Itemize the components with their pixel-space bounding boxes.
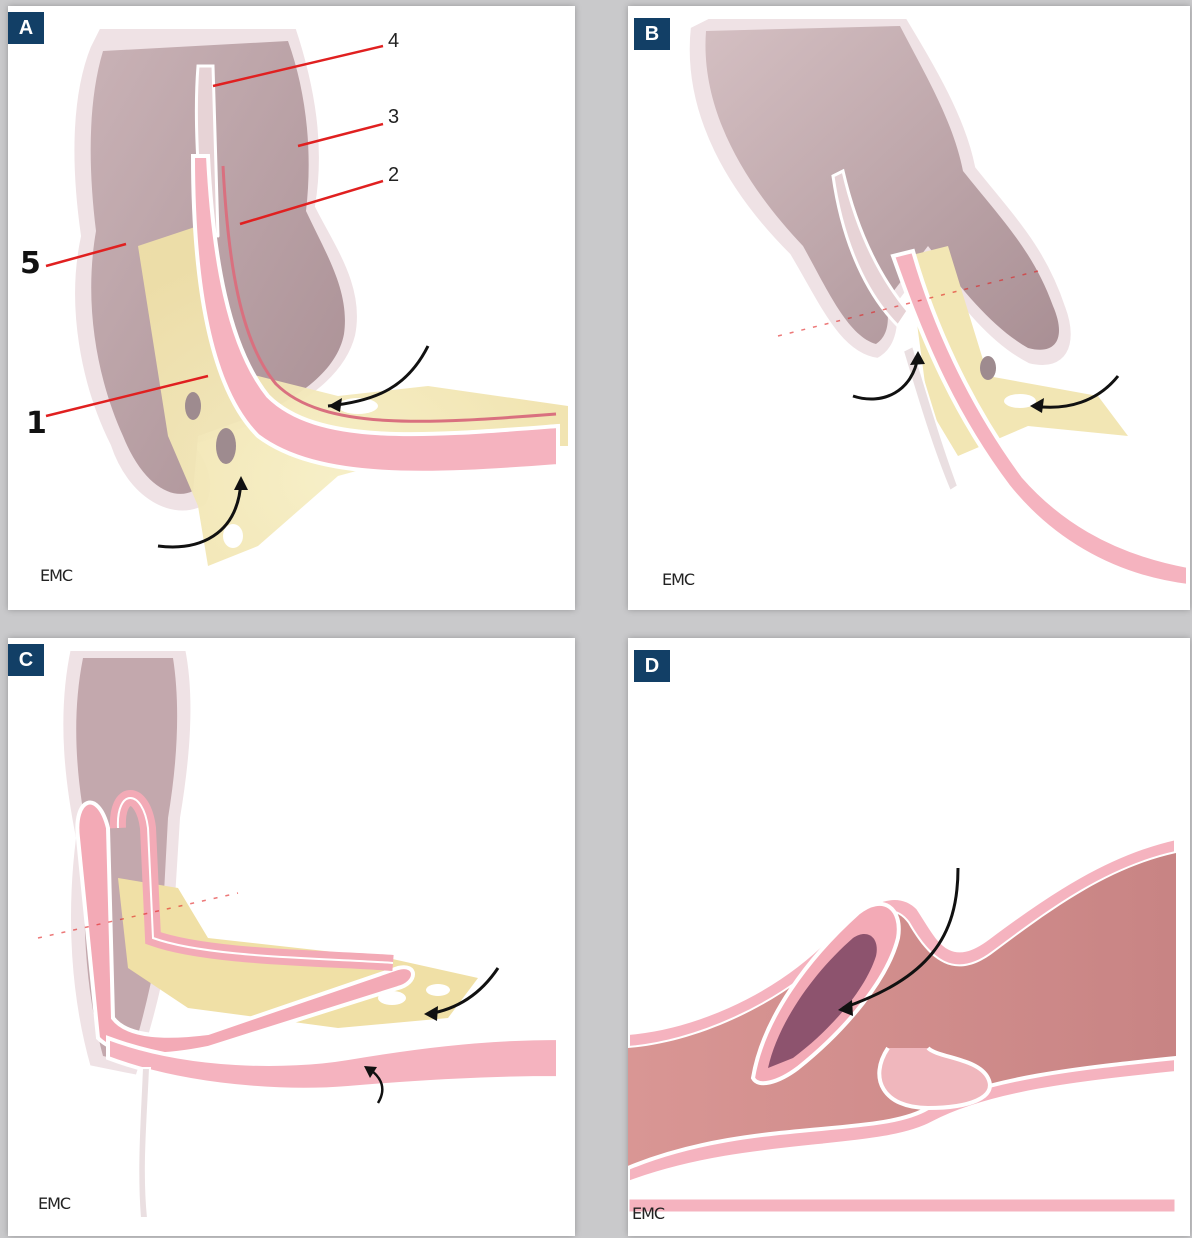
panel-badge: A xyxy=(8,12,44,44)
panel-badge: D xyxy=(634,650,670,682)
illustration-b xyxy=(628,6,1190,610)
panel-d: D EMC xyxy=(628,638,1190,1236)
illustration-a xyxy=(8,6,575,610)
bowel-bottom xyxy=(628,1198,1176,1213)
panel-badge: C xyxy=(8,644,44,676)
panel-c: C EMC xyxy=(8,638,575,1236)
callout-1: 1 xyxy=(26,406,47,441)
illustration-c xyxy=(8,638,575,1236)
watermark: EMC xyxy=(662,570,694,589)
illustration-d xyxy=(628,638,1190,1236)
watermark: EMC xyxy=(632,1204,664,1223)
callout-3: 3 xyxy=(388,106,399,129)
appendix-tail xyxy=(138,1068,150,1218)
callout-4: 4 xyxy=(388,30,399,53)
ostium xyxy=(185,392,201,420)
panel-a: A 4 3 2 5 1 EMC xyxy=(8,6,575,610)
watermark: EMC xyxy=(38,1194,70,1213)
panel-b: B EMC xyxy=(628,6,1190,610)
callout-5: 5 xyxy=(20,246,41,281)
panel-badge: B xyxy=(634,18,670,50)
watermark: EMC xyxy=(40,566,72,585)
callout-2: 2 xyxy=(388,164,399,187)
